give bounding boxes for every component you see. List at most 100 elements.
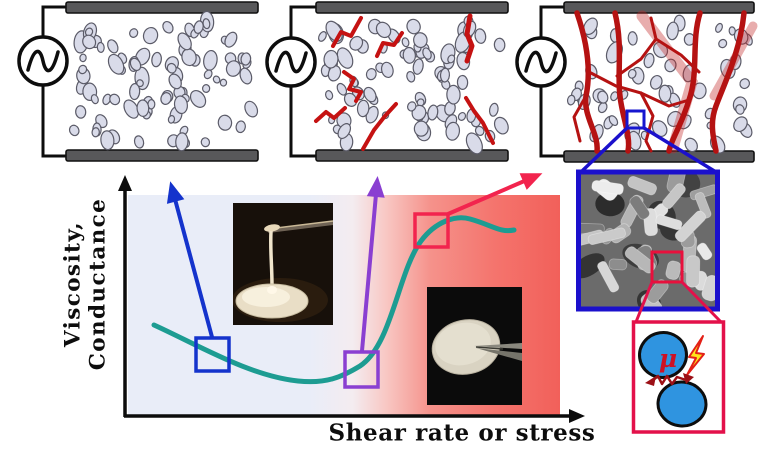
particle <box>605 41 623 64</box>
sem-rod <box>696 242 713 261</box>
particle-field <box>68 10 259 152</box>
x-axis-arrowhead <box>569 409 585 423</box>
friction-arrowhead-right <box>683 373 694 384</box>
particle <box>240 52 252 66</box>
particle <box>100 130 115 151</box>
sem-rod <box>608 258 628 271</box>
conductive-chain <box>464 96 495 145</box>
particle <box>142 26 159 45</box>
sem-shadow <box>581 253 605 279</box>
sem-rod <box>665 260 682 280</box>
red-callout-lines <box>634 280 723 324</box>
particle <box>412 58 424 75</box>
mu-friction-label: μ <box>659 344 677 373</box>
particle <box>136 79 144 88</box>
particle <box>318 31 327 42</box>
sine-wave-glyph <box>524 50 558 74</box>
particle <box>336 82 348 96</box>
circuit-wire <box>41 5 66 158</box>
particle <box>728 26 736 36</box>
particle <box>664 58 677 73</box>
blue-square-callout <box>625 109 646 130</box>
particle-field <box>318 15 509 155</box>
particle <box>91 127 100 138</box>
sem-inset-border <box>576 169 720 312</box>
sem-rod <box>591 180 624 195</box>
sem-rod <box>694 192 712 219</box>
percolating-network <box>572 10 747 154</box>
particle <box>457 111 467 121</box>
particle <box>349 35 364 51</box>
y-axis-label-line2: Conductance <box>86 197 111 371</box>
particle <box>427 104 439 121</box>
particle <box>327 65 342 82</box>
panel-percolated <box>515 1 758 163</box>
particle <box>649 74 663 90</box>
particle <box>168 73 182 90</box>
electrode-top <box>65 1 259 14</box>
particle <box>439 67 451 83</box>
particle <box>201 84 211 93</box>
particle <box>219 78 228 87</box>
particle <box>68 124 80 137</box>
conductive-chain <box>342 70 363 103</box>
particle <box>336 47 354 69</box>
sem-rod <box>629 195 650 220</box>
particle <box>402 46 416 64</box>
particle <box>239 67 253 85</box>
sine-wave-glyph <box>274 50 308 74</box>
sem-particles <box>581 174 715 307</box>
contact-particle-bottom <box>656 380 708 428</box>
electrode-top <box>315 1 509 14</box>
sem-rod <box>686 255 701 288</box>
electrode-bottom <box>315 149 509 162</box>
particle <box>323 49 339 69</box>
particle <box>456 74 469 90</box>
panel-rest <box>17 1 259 162</box>
sem-rod <box>597 260 620 293</box>
particle <box>735 104 745 115</box>
particle <box>343 92 358 107</box>
sem-rod <box>662 183 686 210</box>
tweezers <box>474 343 522 349</box>
particle <box>224 31 238 48</box>
conductive-chain <box>361 102 398 151</box>
sine-wave-glyph <box>26 49 60 73</box>
sem-rod <box>587 227 626 245</box>
particle <box>365 68 377 81</box>
y-axis-label-line1: Viscosity, <box>60 220 86 348</box>
particle <box>610 91 619 102</box>
particle <box>225 60 242 77</box>
particle <box>244 100 259 118</box>
particle <box>193 20 204 34</box>
friction-zigzag-arrow <box>651 374 687 386</box>
particle <box>733 116 748 133</box>
electrode-bottom <box>65 149 259 162</box>
particle <box>189 89 207 108</box>
particle <box>445 121 461 141</box>
photo-inset-solid-disc <box>427 287 522 405</box>
particle <box>627 68 637 79</box>
particle <box>474 125 485 136</box>
particle <box>493 37 506 53</box>
particle <box>643 52 655 69</box>
particle <box>337 123 352 140</box>
particle <box>406 101 417 112</box>
particle <box>401 37 410 48</box>
particle <box>109 93 121 106</box>
particle <box>129 57 142 72</box>
particle <box>422 47 432 60</box>
particle <box>608 115 619 127</box>
particle <box>413 32 428 49</box>
particle <box>173 95 188 115</box>
particle <box>203 49 218 71</box>
particle <box>380 61 394 79</box>
particle <box>133 135 145 149</box>
particle <box>167 115 176 124</box>
particle <box>684 137 698 153</box>
conductive-chain <box>375 31 404 58</box>
particle <box>474 28 487 44</box>
particle <box>107 39 119 54</box>
